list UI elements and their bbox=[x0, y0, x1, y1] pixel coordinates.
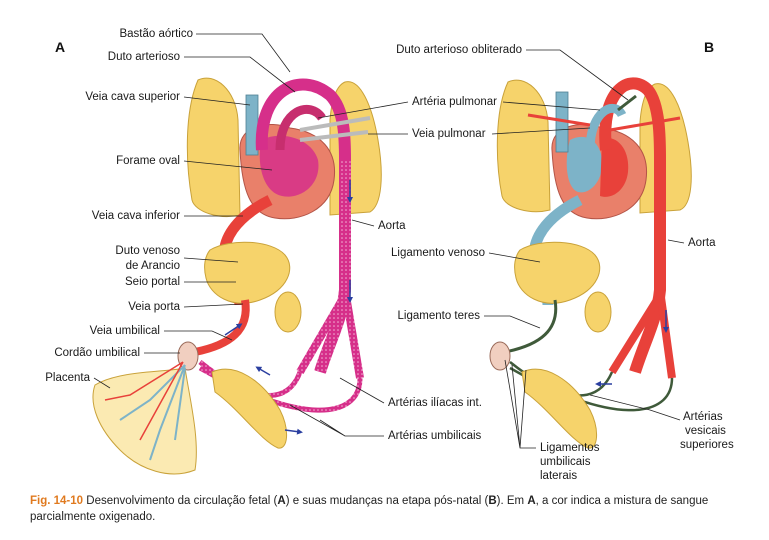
label-ligamentos-1: Ligamentos bbox=[540, 442, 600, 454]
heart-chambers-a bbox=[259, 135, 319, 197]
pulmonary-vessels-a bbox=[299, 116, 371, 142]
leader-arterias-iliacas bbox=[339, 377, 385, 404]
umbilical-remnant-b bbox=[489, 341, 511, 371]
caption-figure-number: Fig. 14-10 bbox=[30, 495, 84, 507]
label-duto-venoso-2: de Arancio bbox=[126, 260, 180, 272]
label-veia-porta: Veia porta bbox=[128, 301, 180, 313]
label-bastao-aortico: Bastão aórtico bbox=[119, 28, 193, 40]
leader-aorta-a bbox=[351, 219, 375, 227]
label-arterias-iliacas: Artérias ilíacas int. bbox=[388, 397, 482, 409]
liver-b bbox=[514, 241, 601, 304]
label-veia-cava-inferior: Veia cava inferior bbox=[92, 210, 180, 222]
ligamentum-arteriosum-b bbox=[617, 94, 637, 112]
left-lung-a bbox=[186, 77, 241, 217]
label-cordao-umbilical: Cordão umbilical bbox=[54, 347, 140, 359]
caption-panel-b: B bbox=[488, 495, 497, 507]
label-arterias-vesicais-3: superiores bbox=[680, 439, 734, 451]
gut-b bbox=[584, 291, 612, 333]
leader-ligamentos bbox=[504, 359, 536, 449]
caption-panel-a-1: A bbox=[277, 495, 286, 507]
labels-middle: Artéria pulmonar Veia pulmonar Aorta Art… bbox=[289, 96, 601, 442]
pulmonary-artery-a bbox=[275, 104, 326, 151]
placenta-a bbox=[92, 367, 197, 475]
panel-label-b: B bbox=[704, 39, 714, 55]
placenta-vessels-red-a bbox=[104, 361, 184, 441]
panel-label-a: A bbox=[55, 39, 65, 55]
pulmonary-branches-b bbox=[527, 113, 681, 132]
leader-duto-obliterado bbox=[526, 49, 629, 101]
flow-arrow-a4 bbox=[255, 366, 271, 376]
label-forame-oval: Forame oval bbox=[116, 155, 180, 167]
leader-ligamento-venoso bbox=[488, 252, 541, 263]
label-arterias-umbilicais: Artérias umbilicais bbox=[388, 430, 482, 442]
panel-b-illustration bbox=[489, 77, 692, 449]
label-veia-cava-superior: Veia cava superior bbox=[85, 91, 180, 103]
leader-bastao-aortico bbox=[196, 33, 291, 73]
figure-caption: Fig. 14-10 Desenvolvimento da circulação… bbox=[30, 493, 745, 525]
umbilical-vein-a bbox=[194, 299, 250, 356]
left-lung-b bbox=[496, 79, 551, 213]
caption-panel-a-2: A bbox=[527, 495, 536, 507]
leader-duto-venoso bbox=[183, 257, 239, 263]
label-duto-arterioso-obliterado: Duto arterioso obliterado bbox=[396, 44, 522, 56]
heart-left-b bbox=[600, 137, 629, 197]
panel-a-illustration bbox=[92, 77, 382, 475]
iliac-branches-b bbox=[608, 289, 676, 379]
iliac-branches-a bbox=[296, 289, 364, 379]
leader-arteria-pulmonar-a bbox=[317, 101, 409, 119]
heart-right-b bbox=[566, 136, 603, 193]
leader-veia-porta bbox=[183, 303, 244, 308]
label-veia-pulmonar: Veia pulmonar bbox=[412, 128, 486, 140]
labels-panel-b: Duto arterioso obliterado Ligamento veno… bbox=[391, 44, 734, 482]
label-arteria-pulmonar: Artéria pulmonar bbox=[412, 96, 497, 108]
label-duto-venoso-1: Duto venoso bbox=[115, 245, 180, 257]
caption-text-2: ) e suas mudanças na etapa pós-natal ( bbox=[285, 495, 489, 507]
ligamentum-teres-b bbox=[504, 299, 558, 354]
leader-aorta-b bbox=[667, 239, 685, 244]
label-ligamentos-3: laterais bbox=[540, 470, 577, 482]
leader-arterias-umbilicais bbox=[289, 404, 384, 437]
leader-placenta bbox=[93, 377, 111, 389]
caption-text-4: , a cor indica a mistura de sangue parci… bbox=[30, 495, 709, 523]
leader-arterias-vesicais bbox=[589, 394, 681, 421]
caption-text-1: Desenvolvimento da circulação fetal ( bbox=[83, 495, 278, 507]
pulmonary-artery-b bbox=[585, 103, 627, 151]
bladder-b bbox=[521, 368, 597, 449]
label-aorta-a: Aorta bbox=[378, 220, 406, 232]
gut-a bbox=[274, 291, 302, 333]
label-arterias-vesicais-1: Artérias bbox=[683, 411, 723, 423]
label-aorta-b: Aorta bbox=[688, 237, 716, 249]
placenta-vessels-a bbox=[119, 364, 186, 461]
label-arterias-vesicais-2: vesicais bbox=[685, 425, 726, 437]
label-veia-umbilical: Veia umbilical bbox=[90, 325, 160, 337]
label-ligamentos-2: umbilicais bbox=[540, 456, 591, 468]
leader-veia-umbilical bbox=[164, 330, 233, 341]
leader-veia-cava-superior bbox=[183, 96, 251, 106]
caption-text-3: ). Em bbox=[496, 495, 528, 507]
label-ligamento-venoso: Ligamento venoso bbox=[391, 247, 485, 259]
label-placenta: Placenta bbox=[45, 372, 90, 384]
leader-duto-arterioso bbox=[184, 56, 296, 93]
liver-a bbox=[204, 241, 291, 304]
bladder-a bbox=[211, 368, 287, 449]
leader-veia-pulmonar-b bbox=[491, 127, 591, 135]
flow-arrow-a3 bbox=[224, 323, 243, 336]
leader-arteria-pulmonar-b bbox=[502, 101, 601, 111]
leader-ligamento-teres bbox=[484, 315, 541, 329]
label-seio-portal: Seio portal bbox=[125, 276, 180, 288]
leader-forame-oval bbox=[183, 160, 273, 171]
flow-arrow-a5 bbox=[284, 428, 303, 435]
label-duto-arterioso: Duto arterioso bbox=[108, 51, 180, 63]
label-ligamento-teres: Ligamento teres bbox=[398, 310, 481, 322]
labels-panel-a: Bastão aórtico Duto arterioso Veia cava … bbox=[45, 28, 296, 389]
